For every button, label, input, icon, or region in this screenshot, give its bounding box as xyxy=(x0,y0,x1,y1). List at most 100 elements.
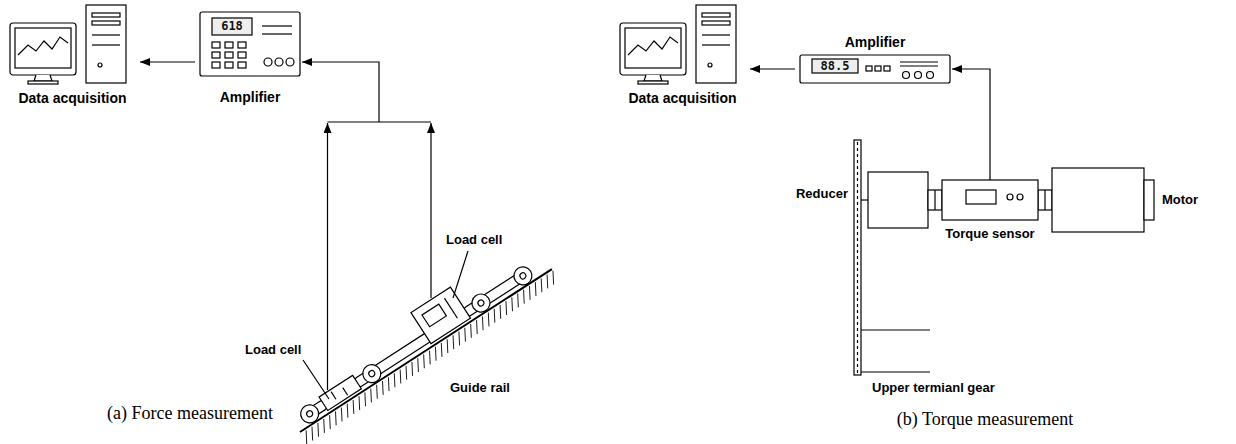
rail-hatching xyxy=(353,396,365,410)
amplifier-device xyxy=(812,59,858,73)
torque-sensor xyxy=(942,180,1038,220)
rail-hatching xyxy=(371,385,383,399)
rail-hatching xyxy=(341,404,353,418)
amplifier-device xyxy=(275,58,283,66)
rail-hatching xyxy=(512,294,524,308)
part-label: Upper termianl gear xyxy=(872,380,995,396)
signal-wire xyxy=(302,62,431,390)
rail-hatching xyxy=(330,411,342,425)
keypad xyxy=(212,62,220,68)
part-label: Motor xyxy=(1162,192,1198,208)
rail-hatching xyxy=(459,328,471,342)
signal-arrow xyxy=(140,61,195,62)
amplifier-device xyxy=(212,18,252,35)
figure-caption: (a) Force measurement xyxy=(107,402,273,424)
torque-sensor xyxy=(966,190,996,204)
leader-line xyxy=(303,360,329,399)
part-label: Guide rail xyxy=(448,380,512,396)
amplifier-device xyxy=(200,12,300,76)
reducer-box xyxy=(868,172,928,228)
chain-roller xyxy=(477,299,485,307)
shaft-coupling xyxy=(1038,190,1052,210)
keypad xyxy=(212,42,220,48)
rail-hatching xyxy=(347,400,359,414)
computer-icon xyxy=(620,5,736,84)
keypad xyxy=(238,42,246,48)
part-label: Reducer xyxy=(796,186,848,202)
rail-hatching xyxy=(524,286,536,300)
rail-hatching xyxy=(477,316,489,330)
computer-icon xyxy=(10,5,126,84)
rail-hatching xyxy=(535,278,547,292)
signal-wire xyxy=(327,123,328,390)
torque-sensor xyxy=(942,180,1038,220)
rail-hatching xyxy=(471,320,483,334)
rail-hatching xyxy=(506,297,518,311)
load-cell-bracket xyxy=(422,304,446,327)
amplifier-device xyxy=(800,55,950,83)
keypad xyxy=(225,42,233,48)
rail-hatching xyxy=(418,354,430,368)
drive-chain xyxy=(854,140,861,375)
chain-roller xyxy=(359,361,384,386)
load-cell-bracket xyxy=(411,287,471,344)
shaft-coupling xyxy=(928,190,942,210)
drive-chain xyxy=(854,140,861,375)
upper-terminal-gear xyxy=(861,330,930,372)
rail-hatching xyxy=(441,339,453,353)
chain-roller xyxy=(510,263,535,288)
amplifier-device xyxy=(903,72,910,79)
chain-links xyxy=(307,271,527,418)
part-label: Torque sensor xyxy=(945,226,1034,242)
device-label: Amplifier xyxy=(795,33,955,51)
shaft-coupling xyxy=(934,190,935,210)
reducer-box xyxy=(861,199,868,200)
upper-terminal-gear xyxy=(861,329,930,330)
keypad xyxy=(225,62,233,68)
chain-roller xyxy=(469,291,494,316)
rail-hatching xyxy=(388,373,400,387)
drive-chain xyxy=(857,142,858,373)
rail-hatching xyxy=(365,389,377,403)
rail-hatching xyxy=(529,282,541,296)
part-label: Load cell xyxy=(446,232,502,248)
chain-roller xyxy=(368,369,376,377)
amplifier-device xyxy=(884,66,890,71)
device-label: Amplifier xyxy=(195,88,305,106)
rail-hatching xyxy=(336,408,348,422)
amplifier-device xyxy=(264,58,272,66)
rail-hatching xyxy=(494,305,506,319)
rail-hatching xyxy=(453,332,465,346)
guide-rail-assembly xyxy=(300,269,552,432)
shaft-coupling xyxy=(1044,190,1045,210)
load-cell xyxy=(331,392,336,400)
rail-hatching xyxy=(383,377,395,391)
keypad xyxy=(212,42,246,68)
guide-rail-assembly xyxy=(277,235,559,444)
amplifier-device xyxy=(262,33,292,34)
rail-hatching xyxy=(518,290,530,304)
rail-hatching xyxy=(318,419,330,433)
rail-hatching xyxy=(447,335,459,349)
rail-hatching xyxy=(406,362,418,376)
rail-hatching xyxy=(541,275,553,289)
computer-node: Data acquisition xyxy=(615,3,750,111)
rail-hatching xyxy=(435,343,447,357)
reducer-box xyxy=(861,172,928,228)
chain-roller xyxy=(306,410,314,418)
rail-hatching xyxy=(306,427,318,441)
rail-hatching xyxy=(465,324,477,338)
display-readout: 88.5 xyxy=(812,59,858,73)
keypad xyxy=(238,62,246,68)
figure-caption: (b) Torque measurement xyxy=(897,408,1073,430)
load-cell xyxy=(343,388,348,396)
rail-hatching xyxy=(324,415,336,429)
rail-hatching xyxy=(500,301,512,315)
motor xyxy=(1144,180,1154,220)
motor xyxy=(1052,168,1154,232)
rail-hatching xyxy=(547,271,559,285)
rail-hatching xyxy=(412,358,424,372)
